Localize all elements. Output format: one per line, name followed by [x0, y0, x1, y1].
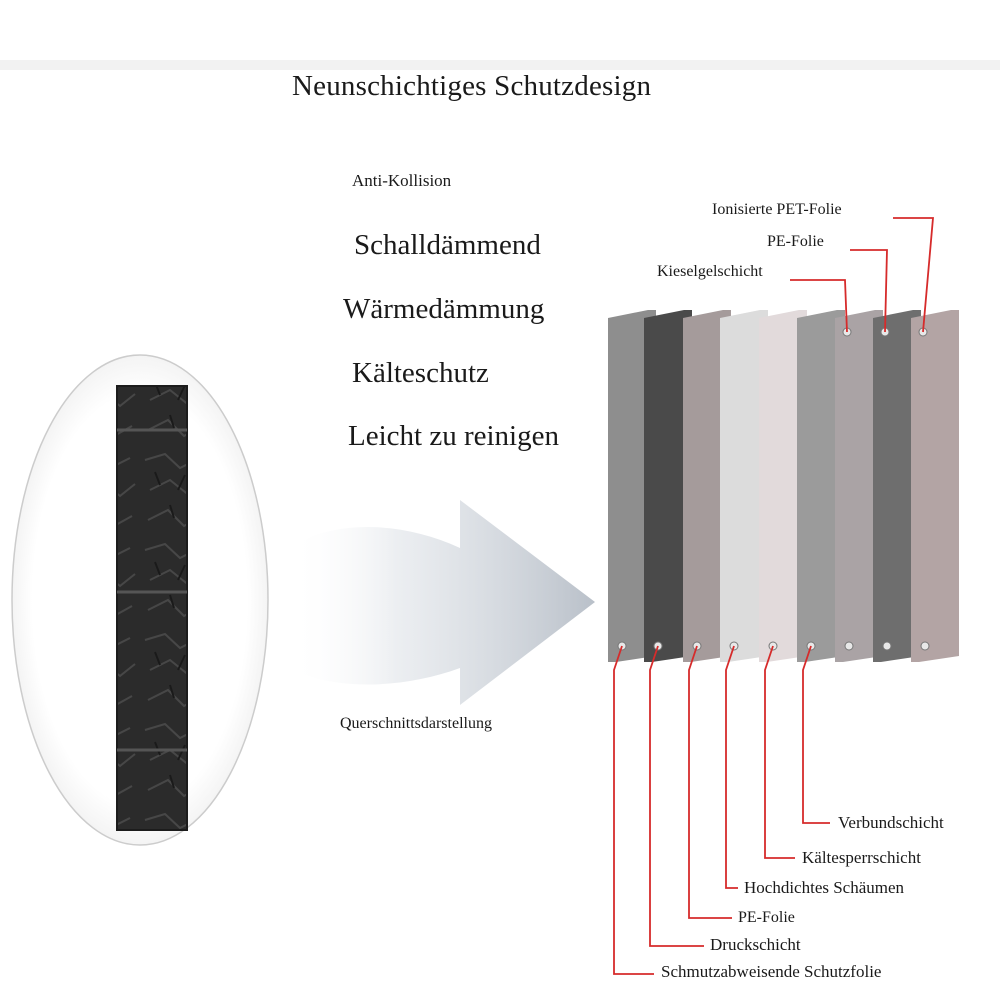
layer-9-bottom-hole: [920, 641, 930, 651]
feature-thermal-insulation: Wärmedämmung: [343, 293, 545, 325]
feature-anti-collision: Anti-Kollision: [352, 171, 452, 190]
leader-pe-film-bottom: [688, 645, 732, 919]
label-dirt-repellent-film: Schmutzabweisende Schutzfolie: [661, 962, 882, 981]
label-print-layer: Druckschicht: [710, 935, 801, 954]
leader-composite-layer: [802, 645, 830, 824]
leader-print-layer: [649, 645, 704, 947]
layer-stack: [608, 310, 959, 662]
layer-7-bottom-hole: [844, 641, 854, 651]
cross-section-label: Querschnittsdarstellung: [340, 715, 492, 732]
label-ionized-pet-film: Ionisierte PET-Folie: [712, 201, 842, 218]
feature-cold-protection: Kälteschutz: [352, 357, 489, 389]
feature-sound-insulation: Schalldämmend: [354, 229, 541, 261]
feature-easy-clean: Leicht zu reinigen: [348, 420, 559, 452]
label-high-density-foam: Hochdichtes Schäumen: [744, 878, 905, 897]
arrow-shape: [290, 500, 595, 705]
leader-dirt-repellent-film: [613, 645, 654, 975]
layer-3: [683, 310, 731, 662]
leader-cold-barrier-layer: [764, 645, 795, 859]
leader-lines: [613, 217, 934, 975]
layer-5: [759, 310, 807, 662]
label-silica-gel-layer: Kieselgelschicht: [657, 263, 763, 280]
leader-ionized-pet-film: [893, 217, 934, 333]
label-cold-barrier-layer: Kältesperrschicht: [802, 848, 921, 867]
label-pe-film-top: PE-Folie: [767, 233, 824, 250]
layer-2: [644, 310, 692, 662]
leader-pe-film-top: [850, 249, 888, 333]
layer-6: [797, 310, 845, 662]
wall-panel-cross-section: [116, 385, 188, 831]
leader-high-density-foam: [725, 645, 738, 889]
label-composite-layer: Verbundschicht: [838, 813, 944, 832]
layer-7: [835, 310, 883, 662]
layer-9: [911, 310, 959, 662]
layer-4: [720, 310, 768, 662]
leader-silica-gel-layer: [790, 279, 848, 333]
layer-8-bottom-hole: [882, 641, 892, 651]
layer-8: [873, 310, 921, 662]
page-title: Neunschichtiges Schutzdesign: [292, 70, 652, 102]
label-pe-film-bottom: PE-Folie: [738, 909, 795, 926]
top-shadow-band: [0, 60, 1000, 70]
